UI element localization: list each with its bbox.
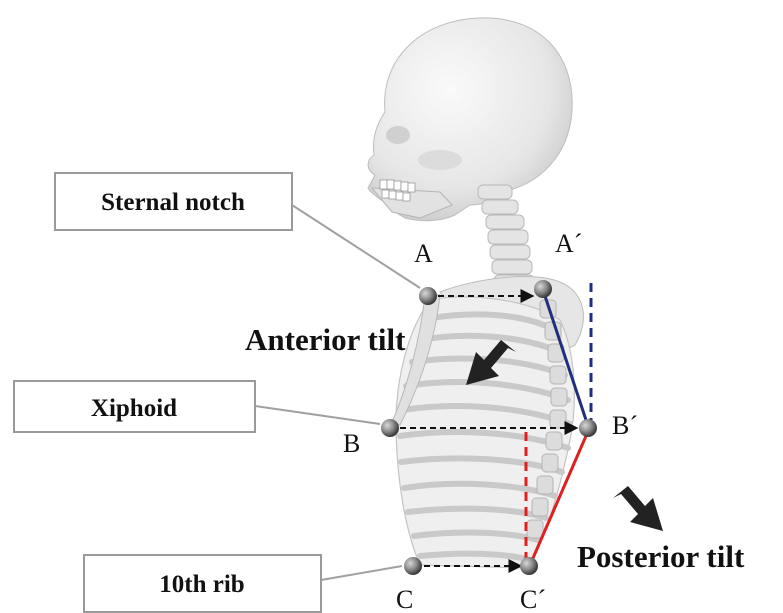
label-sternal-notch: Sternal notch — [55, 173, 420, 288]
marker-b — [381, 419, 399, 437]
leader-line — [292, 205, 420, 288]
point-label-a-prime: A´ — [555, 229, 582, 258]
marker-c-prime — [520, 557, 538, 575]
marker-b-prime — [579, 419, 597, 437]
label-xiphoid: Xiphoid — [14, 381, 380, 432]
label-text: Sternal notch — [101, 189, 245, 216]
marker-a-prime — [534, 280, 552, 298]
leader-line — [255, 406, 380, 424]
posterior-tilt-arrow — [613, 486, 663, 531]
marker-c — [404, 557, 422, 575]
label-text: 10th rib — [159, 571, 244, 598]
label-tenth-rib: 10th rib — [84, 555, 402, 612]
point-label-c-prime: C´ — [520, 585, 546, 613]
leader-line — [321, 566, 402, 580]
cheekbone — [418, 150, 462, 170]
point-label-a: A — [414, 239, 433, 268]
label-text: Xiphoid — [91, 395, 177, 422]
point-label-b-prime: B´ — [612, 411, 638, 440]
marker-a — [419, 287, 437, 305]
posterior-tilt-label: Posterior tilt — [577, 539, 745, 574]
point-label-c: C — [396, 585, 413, 613]
eye-socket — [386, 126, 410, 144]
anterior-tilt-label: Anterior tilt — [245, 322, 406, 357]
cervical-spine — [478, 185, 534, 289]
skeleton-illustration — [368, 18, 583, 568]
point-label-b: B — [343, 429, 360, 458]
